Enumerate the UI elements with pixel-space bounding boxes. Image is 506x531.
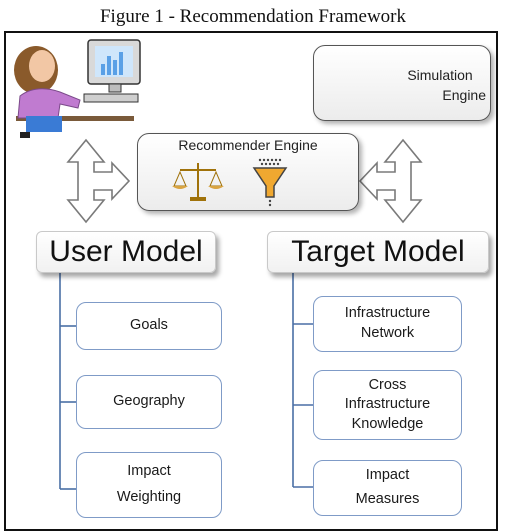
target-model-item-label-line1: Impact [365, 467, 410, 484]
user-model-item-label: Geography [113, 393, 185, 410]
target-model-item-label-line1: Cross [368, 376, 407, 393]
target-model-item-impact-measures: Impact Measures [313, 460, 462, 516]
target-model-item-cross-infrastructure-knowledge: Cross Infrastructure Knowledge [313, 370, 462, 440]
figure-caption: Figure 1 - Recommendation Framework [99, 6, 407, 27]
simulation-engine-label-line2: Engine [442, 87, 486, 103]
recommender-engine-label: Recommender Engine [178, 137, 318, 153]
user-model-item-label: Goals [130, 317, 168, 334]
user-model-item-goals: Goals [76, 302, 222, 350]
target-model-item-label-line3: Knowledge [351, 415, 424, 432]
target-model-item-label-line2: Infrastructure [344, 396, 431, 413]
user-model-title: User Model [36, 231, 216, 273]
user-model-item-geography: Geography [76, 375, 222, 429]
user-model-item-label-line1: Impact [127, 463, 171, 480]
target-model-item-label-line2: Measures [355, 491, 420, 507]
simulation-engine-box [313, 45, 491, 121]
right-three-way-arrow-icon [358, 138, 423, 224]
left-three-way-arrow-icon [66, 138, 131, 224]
user-at-computer-icon [14, 39, 141, 138]
target-model-title: Target Model [267, 231, 489, 273]
simulation-engine-label-line1: Simulation [407, 67, 473, 83]
user-model-tree-lines [59, 272, 76, 490]
target-model-item-label-line2: Network [360, 325, 415, 341]
target-model-item-infrastructure-network: Infrastructure Network [313, 296, 462, 352]
target-model-item-label-line1: Infrastructure [344, 305, 431, 322]
user-model-item-label-line2: Weighting [116, 489, 182, 505]
target-model-tree-lines [292, 272, 313, 488]
user-model-item-impact-weighting: Impact Weighting [76, 452, 222, 518]
